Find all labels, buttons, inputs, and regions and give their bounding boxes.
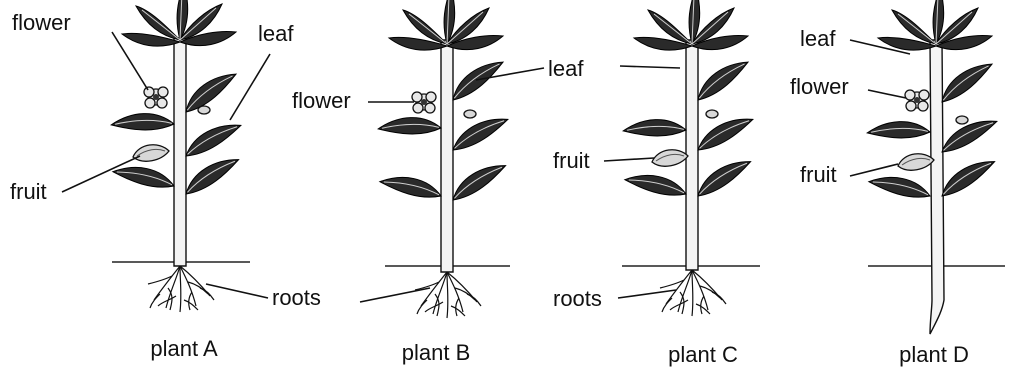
label-fruit: fruit [553, 148, 590, 173]
label-leaf: leaf [548, 56, 584, 81]
plant-a: flower leaf fruit roots plant A [10, 0, 321, 361]
leader-roots [618, 290, 676, 298]
label-roots: roots [272, 285, 321, 310]
leaf [935, 156, 999, 198]
leaf [179, 154, 243, 196]
fruit [133, 145, 169, 162]
leader-fruit [604, 158, 654, 161]
label-flower: flower [292, 88, 351, 113]
small-bud [956, 116, 968, 124]
leaf [934, 59, 997, 104]
roots [415, 272, 481, 318]
caption-plant-b: plant B [402, 340, 471, 365]
leaf [446, 160, 510, 202]
leaf [690, 57, 753, 102]
leaf-crown [634, 0, 748, 50]
caption-plant-a: plant A [150, 336, 218, 361]
leaf [178, 69, 241, 114]
leader-flower [868, 90, 906, 98]
leaf [866, 116, 930, 145]
leaf-crown [389, 0, 503, 50]
label-roots: roots [553, 286, 602, 311]
small-bud [198, 106, 210, 114]
plant-c: fruit roots plant C [553, 0, 760, 367]
leader-leaf-b [620, 66, 680, 68]
leaf [112, 166, 175, 188]
leader-leaf [230, 54, 270, 120]
leaf [691, 156, 755, 198]
roots [660, 270, 726, 316]
flower [905, 90, 929, 111]
leaf [110, 108, 174, 137]
leaf [377, 112, 441, 141]
plant-d: leaf flower fruit plant D [790, 0, 1005, 367]
leaf [448, 114, 512, 152]
plant-b: flower leaf plant B [292, 0, 584, 365]
stem [930, 40, 944, 334]
leaf [693, 114, 757, 152]
stem [441, 40, 453, 272]
stem [174, 38, 186, 266]
leaf-crown [122, 0, 236, 46]
leaf [624, 174, 687, 196]
label-fruit: fruit [10, 179, 47, 204]
fruit [898, 154, 934, 171]
leaf [868, 176, 931, 198]
label-leaf: leaf [800, 26, 836, 51]
leaf [379, 176, 442, 198]
label-flower: flower [12, 10, 71, 35]
flower [412, 92, 436, 113]
leader-fruit [850, 164, 898, 176]
roots [148, 266, 214, 312]
fruit [652, 150, 688, 167]
leader-roots-b [360, 288, 430, 302]
caption-plant-c: plant C [668, 342, 738, 367]
label-leaf: leaf [258, 21, 294, 46]
leaf-crown [878, 0, 992, 50]
small-bud [706, 110, 718, 118]
caption-plant-d: plant D [899, 342, 969, 367]
leaf [181, 120, 245, 158]
leaf [622, 114, 686, 143]
small-bud [464, 110, 476, 118]
label-fruit: fruit [800, 162, 837, 187]
label-flower: flower [790, 74, 849, 99]
leaf [937, 116, 1001, 154]
leader-roots [206, 284, 268, 298]
